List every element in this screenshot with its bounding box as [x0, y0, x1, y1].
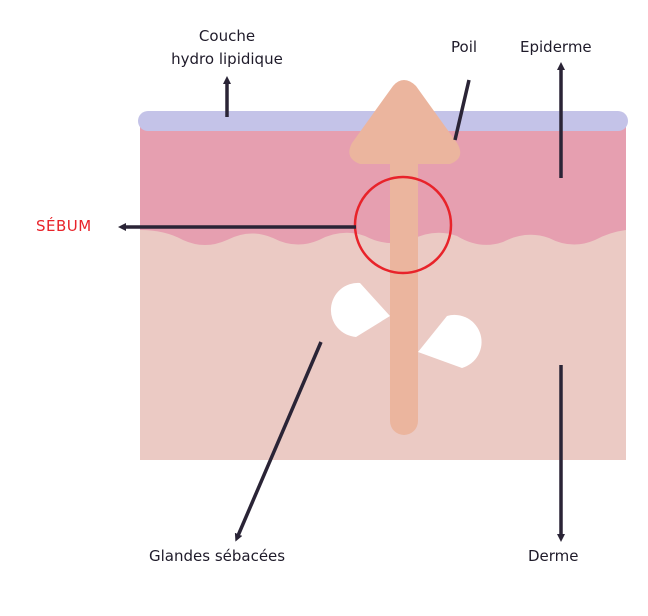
lipid-layer-label-line1: Couche [198, 27, 256, 45]
sebaceous-glands-arrow [234, 341, 323, 542]
hair-label: Poil [451, 38, 478, 56]
sebum-highlight-circle [353, 175, 453, 275]
hair-shaft [390, 150, 418, 435]
hair-arrow [453, 79, 471, 141]
sebaceous-gland-left [330, 282, 390, 337]
sebum-label: SÉBUM [36, 217, 92, 235]
hair-tip [349, 80, 461, 164]
lipid-layer-label-line2: hydro lipidique [171, 50, 283, 68]
sebaceous-glands-label: Glandes sébacées [149, 547, 286, 565]
sebaceous-gland-right [418, 314, 482, 368]
dermis-label: Derme [528, 547, 579, 565]
dermis-layer [140, 230, 626, 460]
epidermis-label: Epiderme [520, 38, 592, 56]
